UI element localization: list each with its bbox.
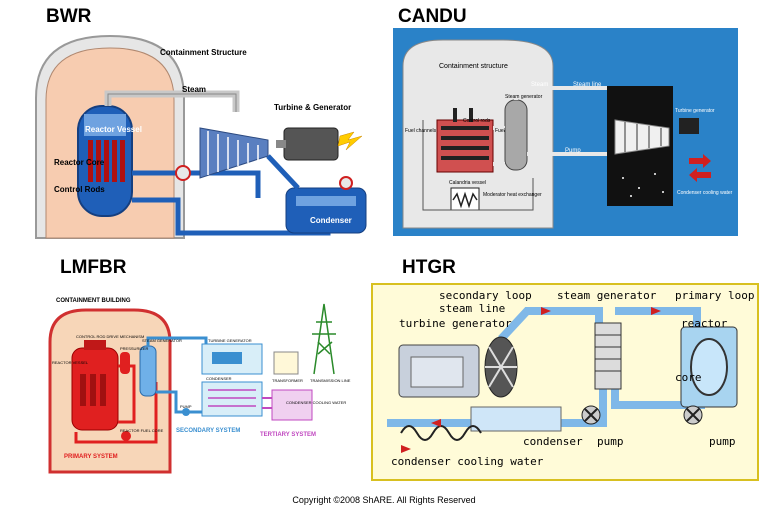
- bwr-lightning-icon: [337, 131, 363, 151]
- htgr-label-cooling: condenser cooling water: [391, 455, 544, 468]
- bwr-label-steam: Steam: [182, 85, 206, 94]
- candu-title: CANDU: [398, 6, 467, 27]
- htgr-condenser: [470, 406, 562, 432]
- htgr-label-steam-gen: steam generator: [557, 289, 657, 302]
- lmfbr-pressurizer: [120, 352, 130, 374]
- lmfbr-label-pressurizer: PRESSURIZER: [120, 346, 149, 351]
- candu-cooling-arrows: [689, 154, 711, 182]
- lmfbr-label-vessel: REACTOR VESSEL: [52, 360, 89, 365]
- htgr-turbine: [484, 336, 518, 398]
- htgr-label-primary-loop: primary loop: [675, 289, 754, 302]
- htgr-pump-1: [581, 405, 601, 425]
- lmfbr-label-steam-gen: STEAM GENERATOR: [142, 338, 182, 343]
- htgr-label-steam-line: steam line: [439, 302, 505, 315]
- lmfbr-label-cooling: CONDENSER COOLING WATER: [286, 400, 346, 405]
- lmfbr-cooling-water: [271, 389, 313, 421]
- htgr-label-core: core: [675, 371, 702, 384]
- candu-label-fuel: Fuel: [495, 128, 505, 134]
- bwr-pump: [175, 165, 191, 181]
- candu-label-steam: Steam: [531, 82, 548, 88]
- htgr-title: HTGR: [402, 257, 456, 278]
- candu-label-calandria: Calandria vessel: [449, 180, 486, 186]
- lmfbr-label-tertiary: TERTIARY SYSTEM: [260, 432, 316, 438]
- lmfbr-label-secondary: SECONDARY SYSTEM: [176, 428, 240, 434]
- candu-label-turbine: Turbine generator: [675, 108, 715, 114]
- lmfbr-condenser: [201, 381, 263, 417]
- bwr-label-core: Reactor Core: [54, 158, 105, 167]
- candu-label-moderator: Moderator heat exchanger: [483, 192, 542, 198]
- htgr-label-pump-1: pump: [597, 435, 624, 448]
- bwr-label-rods: Control Rods: [54, 185, 105, 194]
- candu-label-steam-gen: Steam generator: [505, 94, 543, 100]
- bwr-diagram: Containment Structure Steam Turbine & Ge…: [35, 34, 367, 239]
- htgr-pump-2: [683, 405, 703, 425]
- bwr-label-condenser: Condenser: [310, 216, 352, 225]
- bwr-label-containment: Containment Structure: [160, 48, 247, 57]
- candu-steam-generator: [504, 99, 528, 171]
- lmfbr-title: LMFBR: [60, 257, 127, 278]
- candu-label-control-rods: Control rods: [463, 118, 491, 124]
- lmfbr-steam-generator: [139, 345, 157, 397]
- candu-label-containment: Containment structure: [439, 63, 508, 70]
- lmfbr-label-fuel-core: REACTOR FUEL CORE: [120, 428, 164, 433]
- htgr-label-turbine: turbine generator: [399, 317, 512, 330]
- lmfbr-label-transmission: TRANSMISSION LINE: [310, 378, 351, 383]
- lmfbr-label-turbine: TURBINE GENERATOR: [208, 338, 252, 343]
- bwr-label-turbine: Turbine & Generator: [274, 103, 351, 112]
- copyright-notice: Copyright ©2008 ShARE. All Rights Reserv…: [292, 495, 476, 505]
- candu-label-steam-line: Steam line: [573, 82, 602, 88]
- lmfbr-label-pump: PUMP: [180, 404, 192, 409]
- candu-moderator-hx: [450, 187, 480, 211]
- candu-label-pump: Pump: [565, 148, 581, 154]
- htgr-label-pump-2: pump: [709, 435, 736, 448]
- lmfbr-diagram: CONTAINMENT BUILDING CONTROL ROD DRIVE M…: [36, 282, 356, 494]
- candu-turbine: [614, 119, 670, 155]
- lmfbr-transmission-tower: [312, 303, 336, 375]
- bwr-label-vessel: Reactor Vessel: [85, 125, 142, 134]
- bwr-title: BWR: [46, 6, 92, 27]
- bwr-core: [88, 140, 125, 182]
- htgr-steam-generator: [594, 322, 622, 390]
- lmfbr-label-condenser: CONDENSER: [206, 376, 232, 381]
- bwr-generator: [283, 127, 339, 161]
- lmfbr-label-transformer: TRANSFORMER: [272, 378, 303, 383]
- htgr-diagram: secondary loop steam line steam generato…: [371, 283, 759, 481]
- htgr-label-secondary-loop: secondary loop: [439, 289, 532, 302]
- lmfbr-transformer: [273, 351, 299, 375]
- bwr-feedwater-pipe: [132, 170, 261, 198]
- candu-label-fuel-channels: Fuel channels: [405, 128, 437, 134]
- htgr-label-condenser: condenser: [523, 435, 583, 448]
- candu-diagram: Containment structure Steam Steam line S…: [393, 28, 738, 236]
- bwr-condenser: [285, 187, 367, 234]
- lmfbr-label-drive: CONTROL ROD DRIVE MECHANISM: [76, 334, 144, 339]
- candu-label-cooling: Condenser cooling water: [677, 190, 733, 196]
- lmfbr-label-building: CONTAINMENT BUILDING: [56, 298, 131, 304]
- htgr-label-reactor: reactor: [681, 317, 728, 330]
- lmfbr-label-primary: PRIMARY SYSTEM: [64, 454, 118, 460]
